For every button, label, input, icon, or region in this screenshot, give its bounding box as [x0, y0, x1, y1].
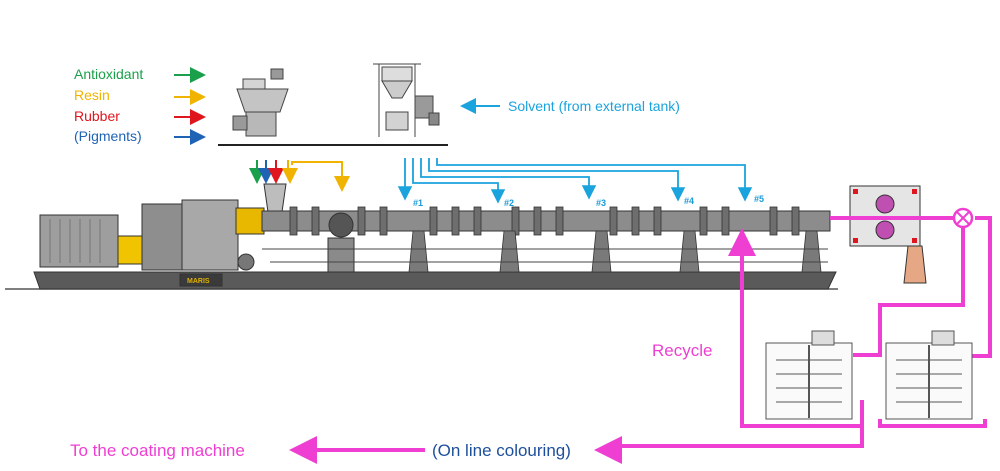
feed-lines: [249, 160, 350, 192]
main-motor: [39, 214, 143, 268]
online-colouring-label: (On line colouring): [432, 441, 571, 460]
port-label-4: #4: [684, 196, 694, 206]
barrel-flanges: [289, 206, 800, 236]
barrel-supports: [408, 230, 822, 273]
gearbox: [141, 199, 265, 271]
solvent-dosing-unit: [373, 63, 440, 137]
side-feeder: [327, 212, 355, 273]
coating-machine-label: To the coating machine: [70, 441, 245, 460]
brand-plate: MARIS: [187, 278, 210, 285]
gear-pump: [849, 185, 927, 284]
mixing-tank-2: [885, 330, 973, 420]
feed-hopper: [263, 183, 287, 213]
port-label-2: #2: [504, 198, 514, 208]
port-label-1: #1: [413, 198, 423, 208]
port-label-5: #5: [754, 194, 764, 204]
solvent-lines: [397, 158, 753, 204]
mixing-tank-1: [765, 330, 853, 420]
extruder-barrel: [261, 210, 831, 232]
solvent-label: Solvent (from external tank): [508, 98, 680, 114]
legend-resin: Resin: [74, 87, 110, 103]
legend-rubber: Rubber: [74, 108, 120, 124]
legend-pigments: (Pigments): [74, 128, 142, 144]
recycle-label: Recycle: [652, 341, 713, 360]
tank-outlet-pipes: [305, 419, 987, 452]
legend-antioxidant: Antioxidant: [74, 66, 144, 82]
port-label-3: #3: [596, 198, 606, 208]
extruder-base: [33, 271, 837, 290]
gravimetric-feeder: [232, 68, 289, 137]
valve-cross: [956, 211, 970, 225]
recycle-piping: [740, 216, 992, 428]
legend-arrows: [174, 67, 206, 145]
port-labels: #1 #2 #3 #4 #5: [413, 194, 764, 208]
